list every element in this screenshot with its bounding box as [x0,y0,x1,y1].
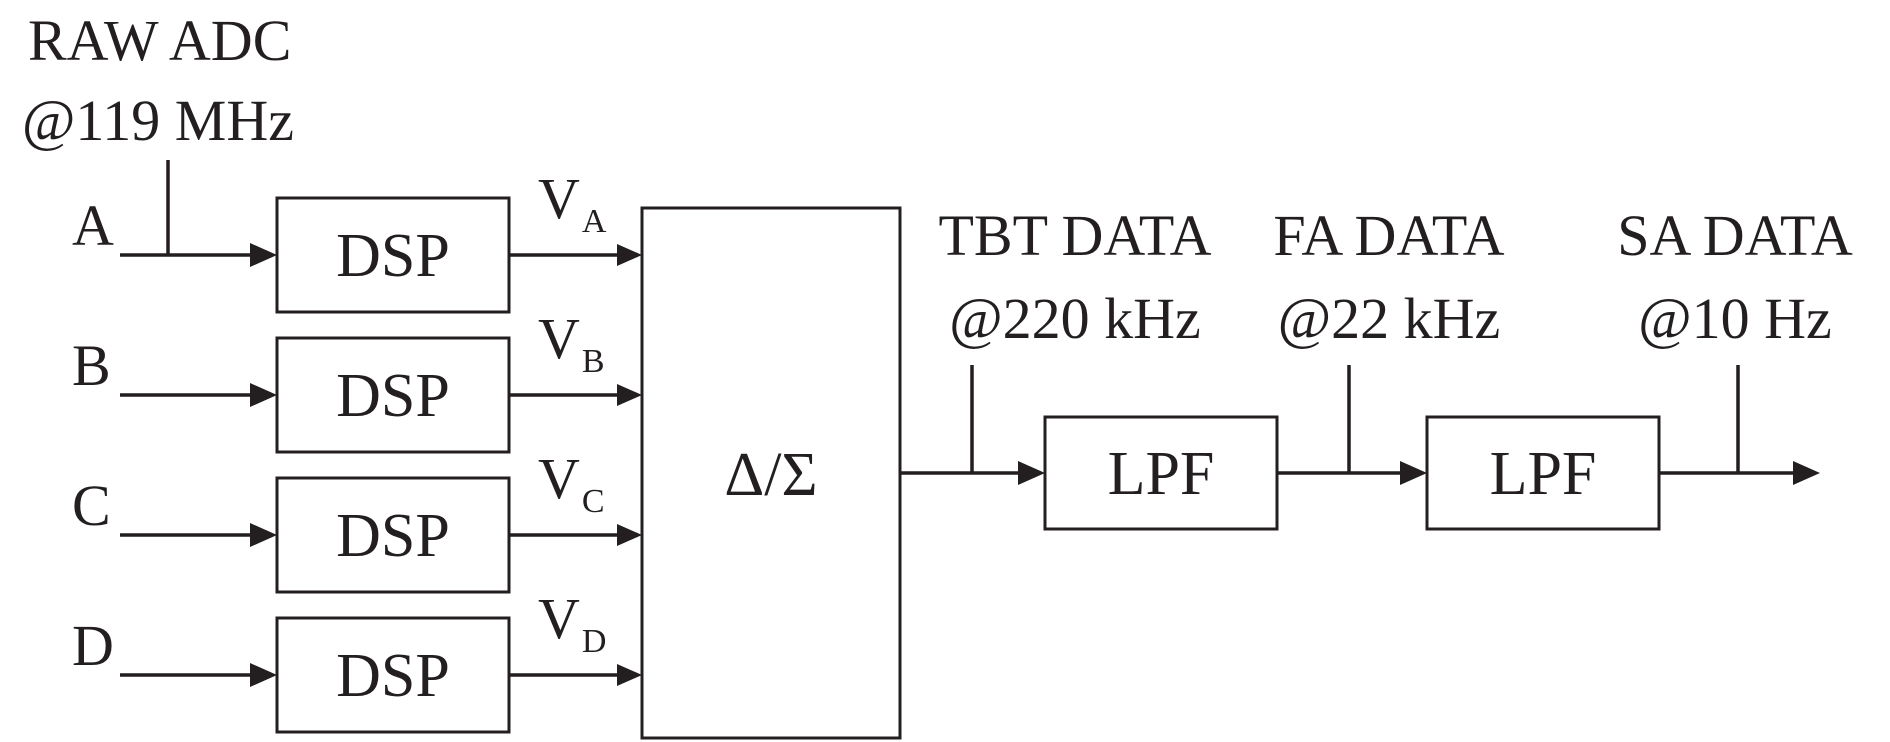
sa-data-label: SA DATA [1617,203,1853,268]
combiner-output-arrow [900,461,1045,485]
voltage-label-c: VC [538,446,605,520]
dsp-block-d-label: DSP [336,642,450,710]
input-arrow-a [120,243,277,267]
lpf-block-2-label: LPF [1490,440,1597,508]
delta-sigma-label: Δ/Σ [724,441,817,509]
tbt-data-rate: @220 kHz [949,286,1201,351]
dsp-block-c-label: DSP [336,502,450,570]
dsp-block-c: DSP [275,476,511,594]
input-arrow-d [120,663,277,687]
dsp-output-arrow-d [509,664,642,686]
input-arrow-b [120,383,277,407]
dsp-block-b: DSP [275,336,511,454]
lpf-block-1: LPF [1043,415,1279,531]
dsp-block-a-label: DSP [336,222,450,290]
input-label-b: B [72,333,111,398]
final-output-arrow [1659,461,1820,485]
dsp-output-arrow-a [509,244,642,266]
dsp-block-b-label: DSP [336,362,450,430]
fa-data-rate: @22 kHz [1278,286,1501,351]
lpf-link-arrow [1277,461,1427,485]
dsp-output-arrow-b [509,384,642,406]
input-label-c: C [72,473,111,538]
lpf-block-2: LPF [1425,415,1661,531]
input-arrow-c [120,523,277,547]
delta-sigma-block: Δ/Σ [640,206,902,740]
lpf-block-1-label: LPF [1108,440,1215,508]
voltage-label-a: VA [538,166,607,240]
sa-data-rate: @10 Hz [1638,286,1832,351]
raw-adc-title: RAW ADC [28,8,291,73]
raw-adc-rate: @119 MHz [22,88,294,153]
dsp-block-a: DSP [275,196,511,314]
voltage-label-b: VB [538,306,605,380]
dsp-output-arrow-c [509,524,642,546]
dsp-block-d: DSP [275,616,511,734]
tbt-data-label: TBT DATA [938,203,1211,268]
input-label-d: D [72,613,114,678]
input-label-a: A [72,193,114,258]
voltage-label-d: VD [538,586,606,660]
fa-data-label: FA DATA [1273,203,1504,268]
